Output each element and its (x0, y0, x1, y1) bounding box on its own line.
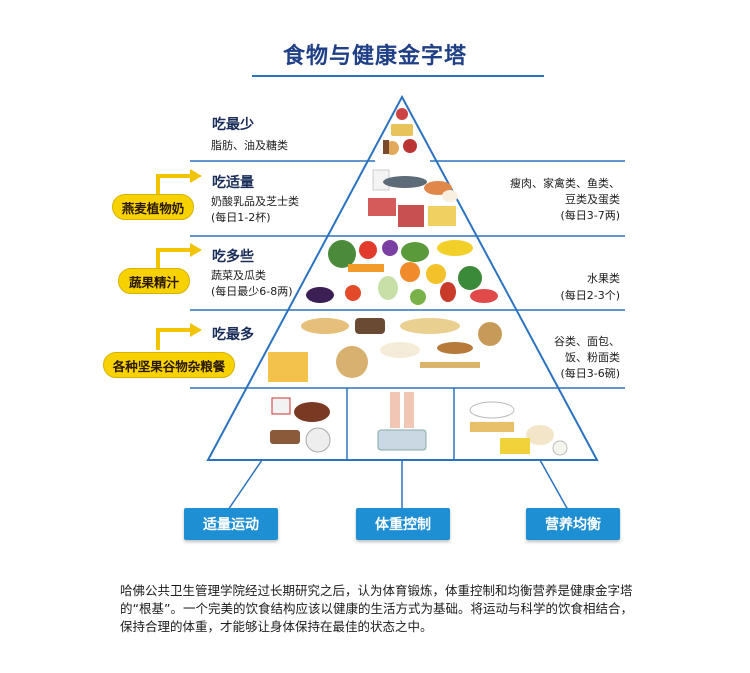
tier-4-right-line-1: 谷类、面包、 (554, 335, 620, 348)
vegetables-fruit-image (306, 240, 498, 305)
exercise-sports-image (270, 397, 331, 453)
badge-oat-plant-milk: 燕麦植物奶 (112, 194, 194, 220)
tier-4-title: 吃最多 (212, 327, 254, 343)
tier-2-serving: (每日1-2杯) (211, 211, 271, 224)
tier-3-right-line-2: (每日2-3个) (560, 289, 620, 302)
tier-3-title: 吃多些 (212, 249, 254, 265)
exercise-button: 适量运动 (184, 508, 278, 540)
balanced-meal-image (469, 401, 568, 456)
connector-nutrition (539, 459, 569, 511)
connector-exercise (227, 459, 263, 511)
tier-1-desc: 脂肪、油及糖类 (211, 139, 288, 152)
balanced-nutrition-button: 营养均衡 (526, 508, 620, 540)
page-title: 食物与健康金字塔 (282, 44, 467, 69)
tier-3-serving: (每日最少6-8两) (211, 285, 293, 298)
weight-scale-image (377, 392, 427, 451)
tier-2-right-line-2: 豆类及蛋类 (565, 193, 620, 206)
title-underline (252, 75, 544, 77)
arrow-icon (156, 174, 190, 350)
tier-1-title: 吃最少 (212, 117, 254, 133)
tier-2-title: 吃适量 (212, 175, 254, 191)
grains-image (268, 318, 502, 382)
tier-3-right-line-1: 水果类 (587, 272, 620, 285)
footnote-paragraph: 哈佛公共卫生管理学院经过长期研究之后，认为体育锻炼，体重控制和均衡营养是健康金字… (120, 583, 633, 634)
weight-control-button: 体重控制 (356, 508, 450, 540)
meat-dairy-image (368, 169, 458, 227)
badge-nuts-grains-meal: 各种坚果谷物杂粮餐 (103, 352, 235, 378)
tier-2-right-line-1: 瘦肉、家禽类、鱼类、 (510, 177, 620, 190)
badge-fruit-veg-juice: 蔬果精汁 (118, 268, 190, 294)
tier-2-right-line-3: (每日3-7两) (560, 209, 620, 222)
tier-4-right-line-3: (每日3-6碗) (560, 367, 620, 380)
fats-sugar-image (383, 108, 417, 155)
tier-4-right-line-2: 饭、粉面类 (565, 351, 620, 364)
tier-2-desc: 奶酸乳品及芝士类 (211, 195, 299, 208)
tier-3-desc: 蔬菜及瓜类 (211, 269, 266, 282)
arrowhead-icon (190, 169, 202, 337)
